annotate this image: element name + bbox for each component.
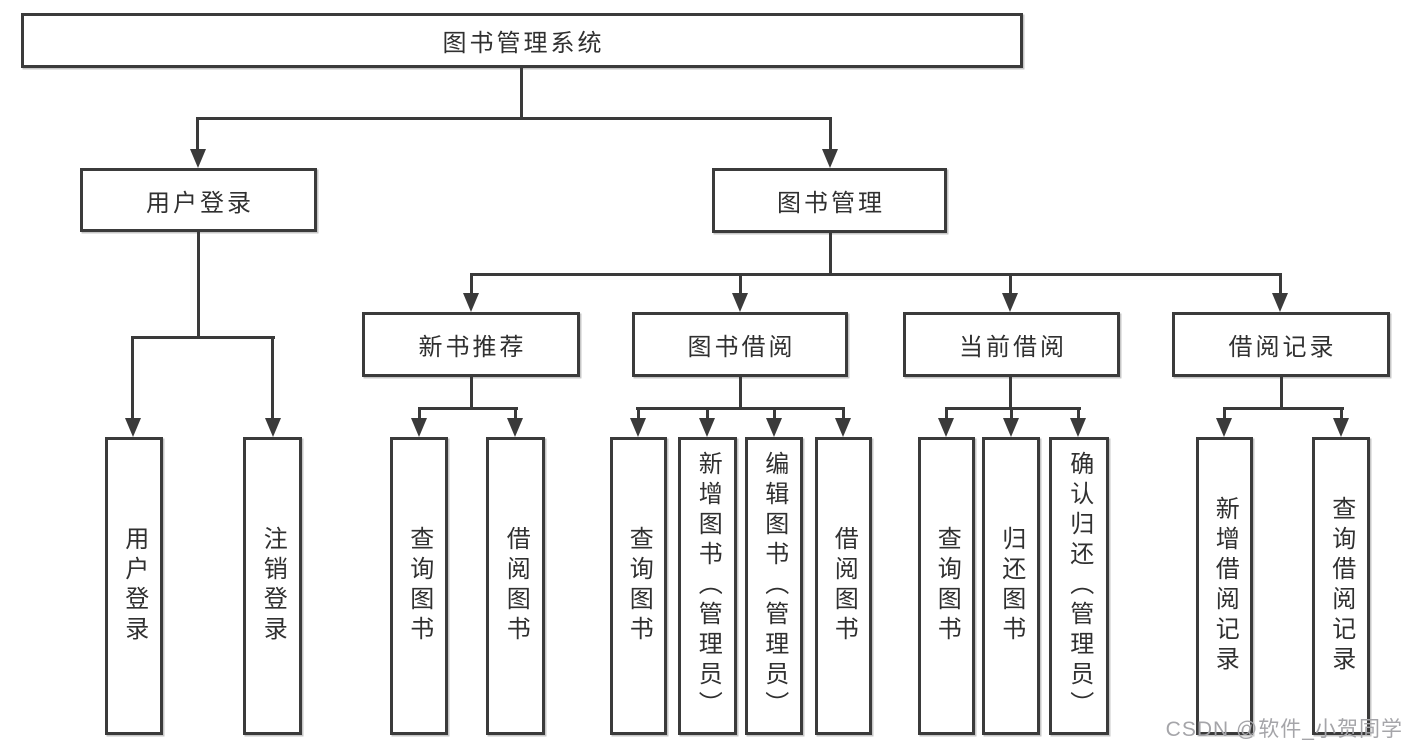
connector bbox=[706, 407, 709, 421]
connector bbox=[945, 407, 948, 421]
arrow-down bbox=[265, 418, 281, 437]
connector bbox=[132, 336, 275, 339]
node-new-book-recommend-label: 新书推荐 bbox=[418, 334, 527, 361]
connector bbox=[829, 117, 832, 150]
connector bbox=[514, 407, 517, 421]
connector bbox=[637, 407, 640, 421]
connector bbox=[1010, 407, 1013, 421]
arrow-down bbox=[699, 418, 715, 437]
connector bbox=[197, 117, 832, 120]
leaf-borrow-query-label: 查询图书 bbox=[625, 526, 653, 646]
arrow-down bbox=[1003, 418, 1019, 437]
connector bbox=[773, 407, 776, 421]
connector bbox=[842, 407, 845, 421]
connector bbox=[1077, 407, 1080, 421]
leaf-record-query: 查询借阅记录 bbox=[1312, 437, 1370, 735]
connector bbox=[1223, 407, 1344, 410]
connector bbox=[636, 407, 845, 410]
leaf-borrow-borrow-label: 借阅图书 bbox=[830, 526, 858, 646]
leaf-newbook-borrow: 借阅图书 bbox=[486, 437, 545, 735]
connector bbox=[739, 273, 742, 296]
leaf-record-query-label: 查询借阅记录 bbox=[1327, 496, 1355, 676]
node-user-login: 用户登录 bbox=[80, 168, 317, 232]
leaf-borrow-edit-admin-label: 编辑图书（管理员） bbox=[760, 451, 788, 721]
leaf-current-return-label: 归还图书 bbox=[997, 526, 1025, 646]
leaf-current-query: 查询图书 bbox=[918, 437, 975, 735]
leaf-user-login-label: 用户登录 bbox=[120, 526, 148, 646]
node-root: 图书管理系统 bbox=[21, 13, 1023, 68]
leaf-current-return: 归还图书 bbox=[982, 437, 1040, 735]
connector bbox=[271, 336, 274, 420]
node-new-book-recommend: 新书推荐 bbox=[362, 312, 580, 377]
arrow-down bbox=[822, 149, 838, 168]
connector bbox=[739, 377, 742, 410]
node-book-management: 图书管理 bbox=[712, 168, 947, 233]
arrow-down bbox=[1333, 418, 1349, 437]
connector bbox=[1280, 377, 1283, 410]
leaf-borrow-query: 查询图书 bbox=[610, 437, 667, 735]
node-book-borrow: 图书借阅 bbox=[632, 312, 848, 377]
connector bbox=[470, 273, 1281, 276]
leaf-current-confirm-admin-label: 确认归还（管理员） bbox=[1065, 451, 1093, 721]
connector bbox=[418, 407, 518, 410]
arrow-down bbox=[1272, 293, 1288, 312]
connector bbox=[520, 68, 523, 118]
node-borrow-records: 借阅记录 bbox=[1172, 312, 1390, 377]
leaf-logout: 注销登录 bbox=[243, 437, 302, 735]
leaf-current-query-label: 查询图书 bbox=[933, 526, 961, 646]
connector bbox=[829, 233, 832, 275]
node-current-borrow-label: 当前借阅 bbox=[959, 334, 1067, 361]
connector bbox=[1223, 407, 1226, 421]
arrow-down bbox=[1002, 293, 1018, 312]
arrow-down bbox=[732, 293, 748, 312]
node-root-label: 图书管理系统 bbox=[442, 30, 605, 57]
node-borrow-records-label: 借阅记录 bbox=[1228, 334, 1337, 361]
connector bbox=[196, 117, 199, 150]
arrow-down bbox=[938, 418, 954, 437]
csdn-watermark: CSDN @软件_小贺同学 bbox=[1165, 718, 1403, 741]
arrow-down bbox=[190, 149, 206, 168]
arrow-down bbox=[411, 418, 427, 437]
connector bbox=[1279, 273, 1282, 296]
leaf-newbook-query-label: 查询图书 bbox=[405, 526, 433, 646]
leaf-borrow-edit-admin: 编辑图书（管理员） bbox=[745, 437, 803, 735]
leaf-record-add: 新增借阅记录 bbox=[1196, 437, 1253, 735]
node-user-login-label: 用户登录 bbox=[146, 189, 254, 217]
leaf-borrow-borrow: 借阅图书 bbox=[815, 437, 872, 735]
connector bbox=[1340, 407, 1343, 421]
leaf-borrow-add-admin-label: 新增图书（管理员） bbox=[694, 451, 722, 721]
arrow-down bbox=[125, 418, 141, 437]
arrow-down bbox=[1070, 418, 1086, 437]
leaf-newbook-borrow-label: 借阅图书 bbox=[502, 526, 530, 646]
arrow-down bbox=[1216, 418, 1232, 437]
arrow-down bbox=[766, 418, 782, 437]
connector bbox=[470, 377, 473, 410]
arrow-down bbox=[835, 418, 851, 437]
connector bbox=[131, 336, 134, 420]
arrow-down bbox=[630, 418, 646, 437]
connector bbox=[197, 232, 200, 337]
arrow-down bbox=[507, 418, 523, 437]
connector bbox=[470, 273, 473, 296]
connector bbox=[1009, 377, 1012, 410]
node-book-management-label: 图书管理 bbox=[777, 190, 885, 217]
node-current-borrow: 当前借阅 bbox=[903, 312, 1120, 377]
connector bbox=[418, 407, 421, 421]
leaf-current-confirm-admin: 确认归还（管理员） bbox=[1049, 437, 1109, 735]
arrow-down bbox=[463, 293, 479, 312]
leaf-logout-label: 注销登录 bbox=[259, 526, 287, 646]
node-book-borrow-label: 图书借阅 bbox=[687, 334, 796, 361]
connector bbox=[1009, 273, 1012, 296]
leaf-user-login: 用户登录 bbox=[105, 437, 163, 735]
connector bbox=[945, 407, 1081, 410]
leaf-borrow-add-admin: 新增图书（管理员） bbox=[678, 437, 737, 735]
leaf-record-add-label: 新增借阅记录 bbox=[1211, 496, 1239, 676]
leaf-newbook-query: 查询图书 bbox=[390, 437, 448, 735]
